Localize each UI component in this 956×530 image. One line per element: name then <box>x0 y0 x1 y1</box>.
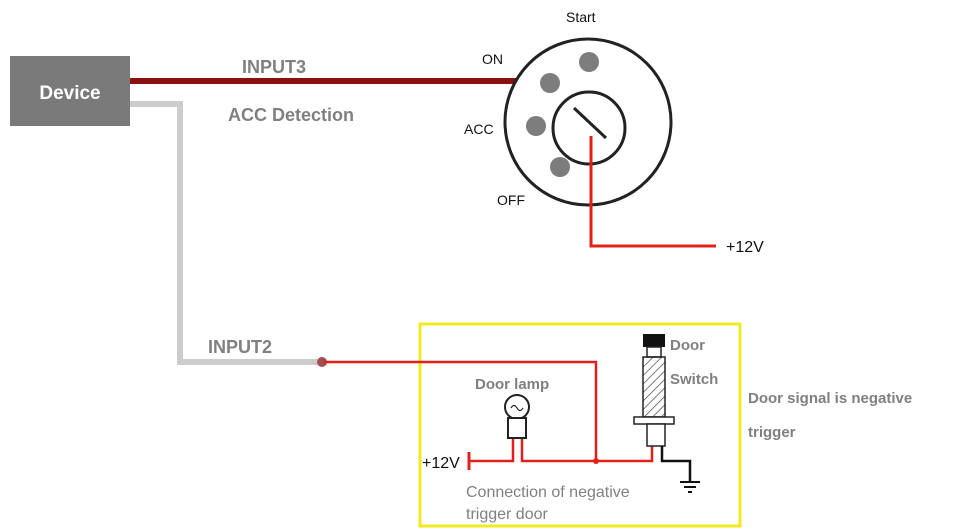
lamp-return-wire <box>520 438 654 463</box>
on-label: ON <box>482 51 503 67</box>
note-line-1: Door signal is negative <box>748 390 912 407</box>
input2-label: INPUT2 <box>208 337 272 357</box>
door-switch-icon <box>633 334 675 447</box>
door-lamp-icon <box>504 394 530 439</box>
door-label: Door <box>670 337 705 354</box>
ground-wire <box>660 446 692 481</box>
ground-icon <box>680 481 700 493</box>
ignition-switch <box>503 37 673 207</box>
caption-line-2: trigger door <box>466 506 548 523</box>
wire-junction <box>593 458 599 464</box>
device-box <box>10 56 130 126</box>
input2-connector <box>317 357 327 367</box>
device-label: Device <box>39 83 100 104</box>
switch-label: Switch <box>670 371 718 388</box>
ignition-key <box>572 106 608 140</box>
acc-contact <box>526 116 546 136</box>
door-circuit-box <box>418 322 742 528</box>
door-lamp-label: Door lamp <box>475 376 549 393</box>
start-label: Start <box>566 9 596 25</box>
door-signal-wire <box>324 360 598 461</box>
door-supply-label: +12V <box>422 455 460 472</box>
off-label: OFF <box>497 192 525 208</box>
input2-wire <box>130 101 322 365</box>
ignition-inner-ring <box>551 90 627 166</box>
start-contact <box>579 52 599 72</box>
ignition-supply-wire <box>589 136 716 248</box>
ignition-supply-label: +12V <box>726 239 764 256</box>
off-contact <box>550 157 570 177</box>
input3-label: INPUT3 <box>242 57 306 77</box>
note-line-2: trigger <box>748 424 796 441</box>
acc-label: ACC <box>464 121 494 137</box>
acc-detection-label: ACC Detection <box>228 105 354 125</box>
lamp-supply-wire <box>470 438 515 463</box>
caption-line-1: Connection of negative <box>466 484 630 501</box>
on-contact <box>540 73 560 93</box>
